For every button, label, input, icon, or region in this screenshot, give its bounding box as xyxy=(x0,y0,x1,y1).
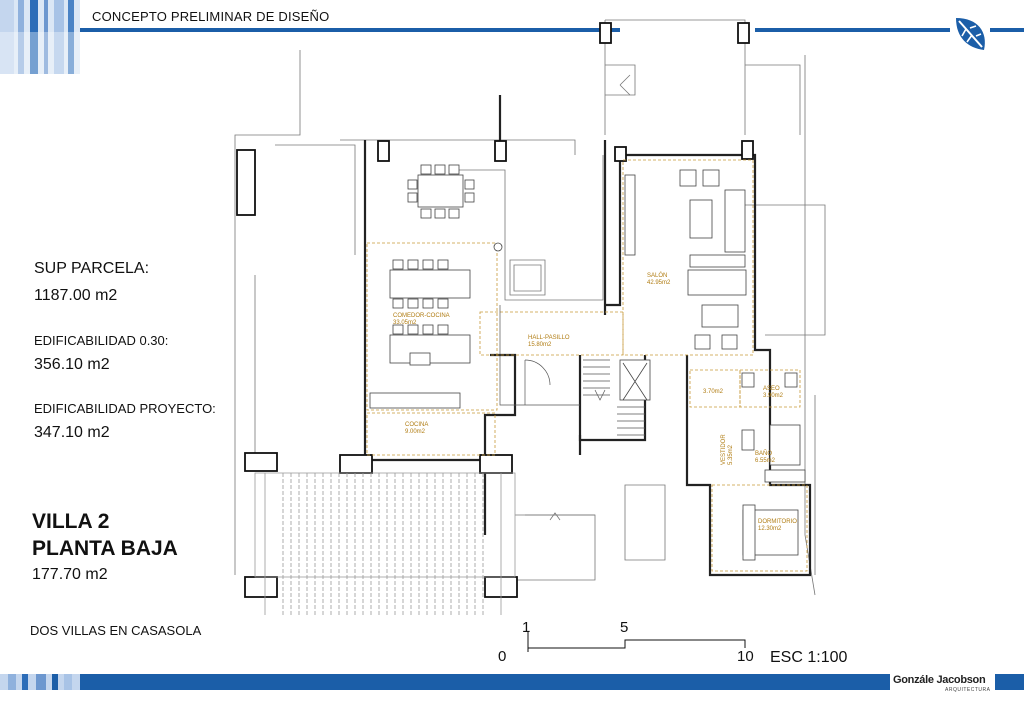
scale-tick-5: 5 xyxy=(620,619,629,636)
room-label-vestidor: VESTIDOR xyxy=(721,434,727,465)
header-line xyxy=(80,28,620,32)
footer-line-right xyxy=(995,674,1024,690)
room-area-hall: 15.80m2 xyxy=(528,342,552,348)
room-label-bano: BAÑO xyxy=(755,450,772,457)
edificabilidad-label: EDIFICABILIDAD 0.30: xyxy=(34,333,169,348)
header-line-edge xyxy=(990,28,1024,32)
edificabilidad-value: 356.10 m2 xyxy=(34,356,110,373)
brand-subtitle: ARQUITECTURA xyxy=(945,687,991,693)
villa-area: 177.70 m2 xyxy=(32,566,108,583)
page-title: CONCEPTO PRELIMINAR DE DISEÑO xyxy=(92,9,330,24)
sup-parcela-label: SUP PARCELA: xyxy=(34,260,150,277)
room-label-dormitorio: DORMITORIO xyxy=(758,519,797,525)
room-area-salon: 42.95m2 xyxy=(647,280,671,286)
footer-color-bars xyxy=(0,674,80,690)
scale-bar xyxy=(527,632,746,652)
sup-parcela-value: 1187.00 m2 xyxy=(34,287,118,304)
room-label-hall: HALL-PASILLO xyxy=(528,335,570,341)
brand-box xyxy=(890,672,995,698)
scale-tick-10: 10 xyxy=(737,648,754,665)
room-label-cocina: COCINA xyxy=(405,422,428,428)
scale-tick-1: 1 xyxy=(522,619,531,636)
room-label-salon: SALÓN xyxy=(647,272,667,279)
room-area-vestidor: 5.35m2 xyxy=(728,444,734,465)
header-color-bars xyxy=(0,0,80,74)
villa-title: VILLA 2 xyxy=(32,510,110,533)
header-line-right xyxy=(755,28,950,32)
room-area-vestibulo: 3.70m2 xyxy=(703,389,724,395)
room-area-dormitorio: 12.30m2 xyxy=(758,526,782,532)
room-label-aseo: ASEO xyxy=(763,386,780,392)
scale-tick-0: 0 xyxy=(498,648,507,665)
room-area-aseo: 3.90m2 xyxy=(763,393,784,399)
brand-name: Gonzále Jacobson xyxy=(893,674,986,686)
footer-line xyxy=(80,674,890,690)
room-area-cocina: 9.00m2 xyxy=(405,429,426,435)
room-area-bano: 6.55m2 xyxy=(755,458,776,464)
edificabilidad-proyecto-label: EDIFICABILIDAD PROYECTO: xyxy=(34,401,216,416)
villa-subtitle: PLANTA BAJA xyxy=(32,537,178,560)
floor-plan: SALÓN 42.95m2 COMEDOR-COCINA 33.05m2 HAL… xyxy=(234,19,826,615)
room-area-comedor: 33.05m2 xyxy=(393,320,417,326)
leaf-logo-icon xyxy=(956,18,985,50)
edificabilidad-proyecto-value: 347.10 m2 xyxy=(34,424,110,441)
room-label-comedor: COMEDOR-COCINA xyxy=(393,313,450,319)
scale-label: ESC 1:100 xyxy=(770,649,848,666)
project-name: DOS VILLAS EN CASASOLA xyxy=(30,623,202,638)
